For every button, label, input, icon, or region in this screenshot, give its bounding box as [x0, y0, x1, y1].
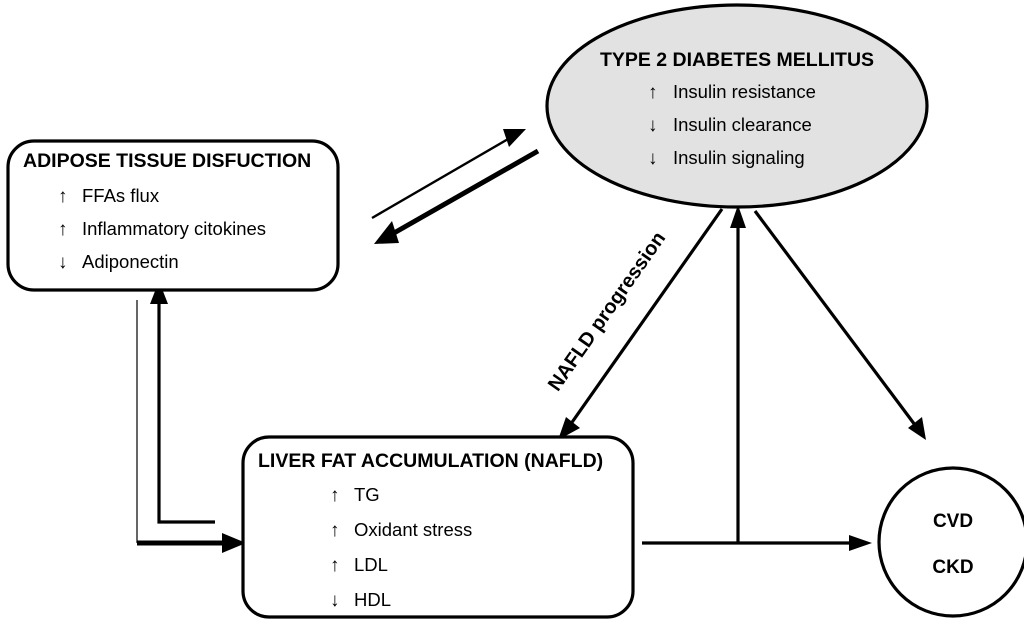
node-outcomes-line2: CKD: [932, 557, 973, 578]
node-liver-item-2-arrow: ↑: [330, 555, 340, 576]
node-adipose-shape: [6, 139, 340, 292]
node-diabetes-item-2-label: Insulin signaling: [673, 147, 805, 168]
edge-diabetes-to-outcomes: [753, 210, 926, 440]
edge-nafld-progression: NAFLD progression: [544, 208, 724, 440]
edge-liver-to-diabetes: [730, 205, 746, 543]
node-diabetes-title: TYPE 2 DIABETES MELLITUS: [600, 49, 874, 71]
node-liver-title: LIVER FAT ACCUMULATION (NAFLD): [258, 450, 603, 472]
node-outcomes-line1: CVD: [933, 511, 973, 532]
node-diabetes-item-0-label: Insulin resistance: [673, 81, 816, 102]
edge-diabetes-to-adipose: [374, 148, 540, 244]
node-cvd-ckd-outcomes[interactable]: CVD CKD: [877, 466, 1024, 618]
edge-adipose-to-liver: [136, 300, 246, 553]
edge-liver-to-outcomes: [642, 535, 872, 551]
node-adipose-item-2-arrow: ↓: [58, 252, 68, 273]
node-liver-shape: [241, 435, 635, 619]
node-diabetes-item-1-label: Insulin clearance: [673, 114, 812, 135]
node-adipose-title: ADIPOSE TISSUE DISFUCTION: [23, 150, 311, 172]
node-liver-item-2-label: LDL: [354, 554, 388, 575]
node-liver-item-0-label: TG: [354, 484, 380, 505]
node-outcomes-shape: [877, 466, 1024, 618]
node-diabetes-shape: [545, 3, 929, 209]
node-liver-fat-accumulation[interactable]: LIVER FAT ACCUMULATION (NAFLD) ↑ TG ↑ Ox…: [241, 435, 635, 619]
node-liver-item-1-label: Oxidant stress: [354, 519, 472, 540]
node-adipose-item-1-arrow: ↑: [58, 219, 68, 240]
node-adipose-item-0-label: FFAs flux: [82, 185, 160, 206]
node-liver-item-3-arrow: ↓: [330, 590, 340, 611]
node-adipose-item-1-label: Inflammatory citokines: [82, 218, 266, 239]
node-adipose-item-2-label: Adiponectin: [82, 251, 179, 272]
edge-adipose-to-diabetes: [371, 129, 526, 220]
node-adipose-item-0-arrow: ↑: [58, 186, 68, 207]
node-liver-item-3-label: HDL: [354, 589, 391, 610]
node-adipose-tissue-dysfunction[interactable]: ADIPOSE TISSUE DISFUCTION ↑ FFAs flux ↑ …: [6, 139, 340, 292]
node-type-2-diabetes-mellitus[interactable]: TYPE 2 DIABETES MELLITUS ↑ Insulin resis…: [545, 3, 929, 209]
edge-liver-to-adipose: [150, 281, 215, 524]
node-liver-item-1-arrow: ↑: [330, 520, 340, 541]
node-liver-item-0-arrow: ↑: [330, 485, 340, 506]
node-diabetes-item-0-arrow: ↑: [648, 82, 658, 103]
node-diabetes-item-2-arrow: ↓: [648, 148, 658, 169]
node-diabetes-item-1-arrow: ↓: [648, 115, 658, 136]
